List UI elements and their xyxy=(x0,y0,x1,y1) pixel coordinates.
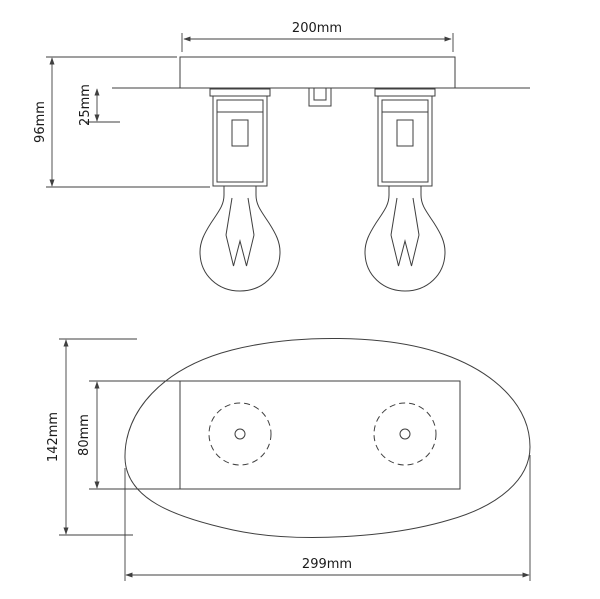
junction-box xyxy=(308,87,332,107)
lamp-assembly-right xyxy=(364,88,446,292)
plan-view: 142mm 80mm 299mm xyxy=(46,337,531,581)
overall-length-dimension-label: 299mm xyxy=(302,557,352,572)
mount-hole-right xyxy=(399,428,411,440)
mounting-plate xyxy=(179,56,456,89)
organic-plate-outline xyxy=(124,337,531,538)
dimension-mount-plate-height: 80mm xyxy=(77,380,180,490)
junction-box-inner xyxy=(313,87,327,101)
drawing-lines: 200mm 96mm 25mm xyxy=(33,21,531,581)
fixture-height-dimension-label: 96mm xyxy=(33,101,48,143)
bulb-position-left-dashed-circle xyxy=(208,402,272,466)
plate-width-dimension-label: 200mm xyxy=(292,21,342,36)
mount-plate-rectangle xyxy=(179,380,461,490)
mount-hole-left xyxy=(234,428,246,440)
socket-offset-dimension-label: 25mm xyxy=(78,84,93,126)
bulb-position-right-dashed-circle xyxy=(373,402,437,466)
front-elevation-view: 200mm 96mm 25mm xyxy=(33,21,530,292)
dimension-fixture-height: 96mm xyxy=(33,56,210,188)
mount-plate-height-dimension-label: 80mm xyxy=(77,414,92,456)
dimension-plate-width: 200mm xyxy=(181,21,454,52)
junction-box-outer xyxy=(308,87,332,107)
dimension-socket-offset: 25mm xyxy=(78,84,120,126)
dimension-overall-depth: 142mm xyxy=(46,338,137,536)
dimension-overall-length: 299mm xyxy=(124,455,531,581)
lamp-assembly-left xyxy=(199,88,281,292)
overall-depth-dimension-label: 142mm xyxy=(46,412,61,462)
